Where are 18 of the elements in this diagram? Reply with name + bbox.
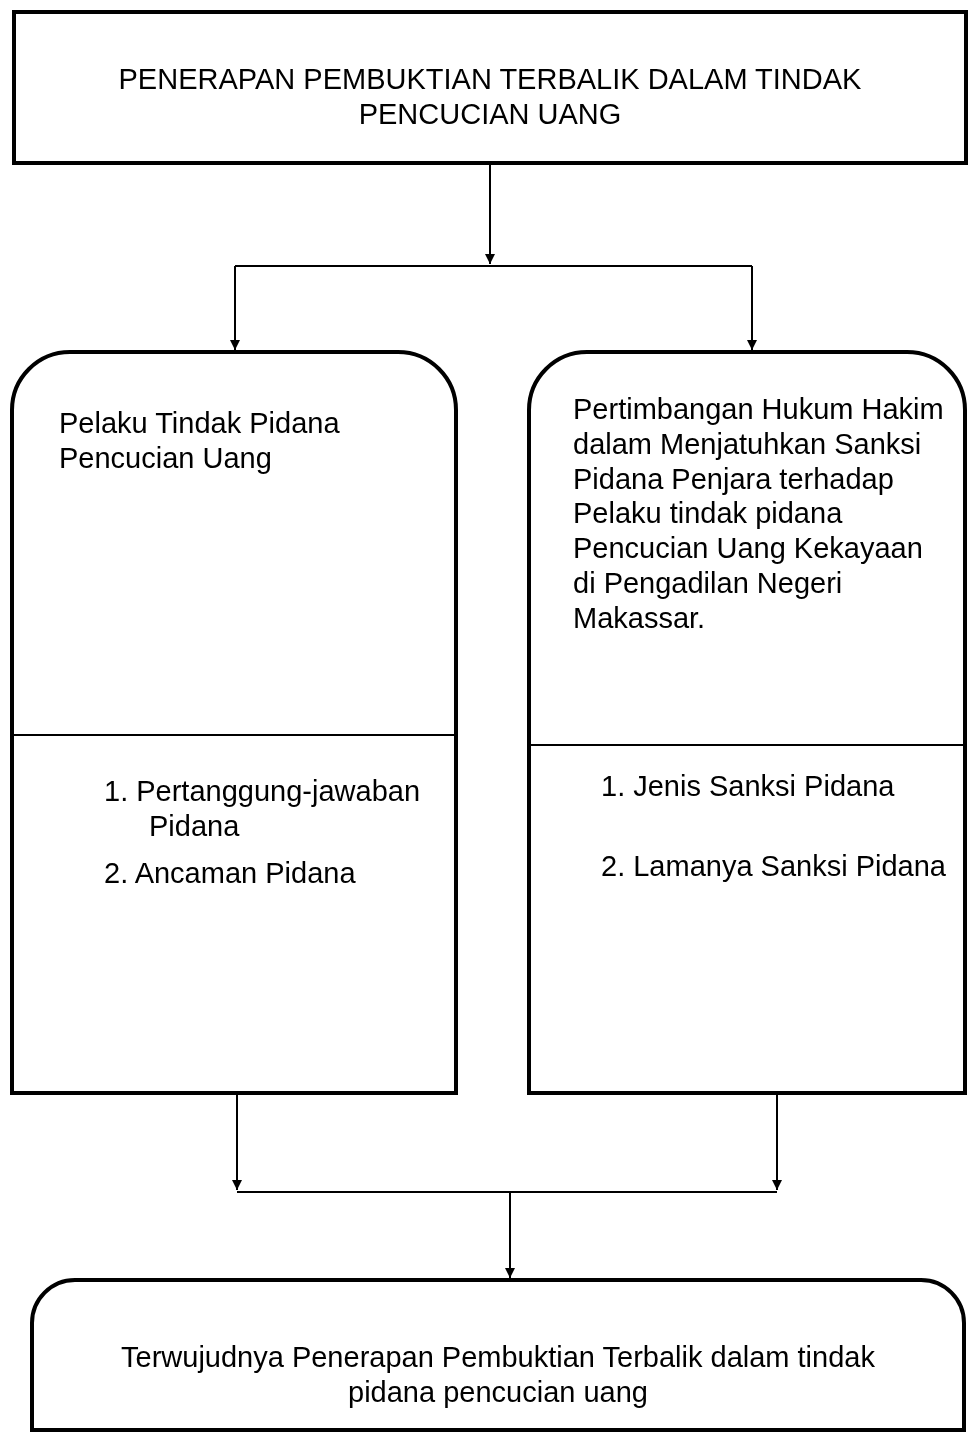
- arrow: [772, 1094, 782, 1191]
- arrow: [230, 265, 240, 351]
- box-text: Terwujudnya Penerapan Pembuktian Terbalik dalam tindak pidana pencucian uang: [120, 1340, 876, 1410]
- arrow: [505, 1191, 515, 1279]
- process-box: [12, 10, 968, 165]
- list-item: 2. Lamanya Sanksi Pidana: [601, 849, 947, 884]
- list-item: 1. Pertanggung-jawaban Pidana: [104, 774, 421, 844]
- box-heading: Pelaku Tindak Pidana Pencucian Uang: [59, 406, 341, 476]
- arrow: [485, 164, 495, 265]
- arrow: [747, 265, 757, 351]
- box-text: PENERAPAN PEMBUKTIAN TERBALIK DALAM TINDAK PENCUCIAN UANG: [117, 62, 863, 132]
- list-item: 1. Jenis Sanksi Pidana: [601, 769, 896, 804]
- list-item: 2. Ancaman Pidana: [104, 856, 357, 891]
- process-box: [30, 1278, 966, 1432]
- box-heading: Pertimbangan Hukum Hakim dalam Menjatuhkan Sanksi Pidana Penjara terhadap Pelaku tindak pidana Pencucian Uang Kekayaan di Pengadilan Negeri Makassar.: [573, 392, 945, 636]
- process-box: [10, 350, 458, 1095]
- arrow: [232, 1094, 242, 1191]
- process-box: [527, 350, 967, 1095]
